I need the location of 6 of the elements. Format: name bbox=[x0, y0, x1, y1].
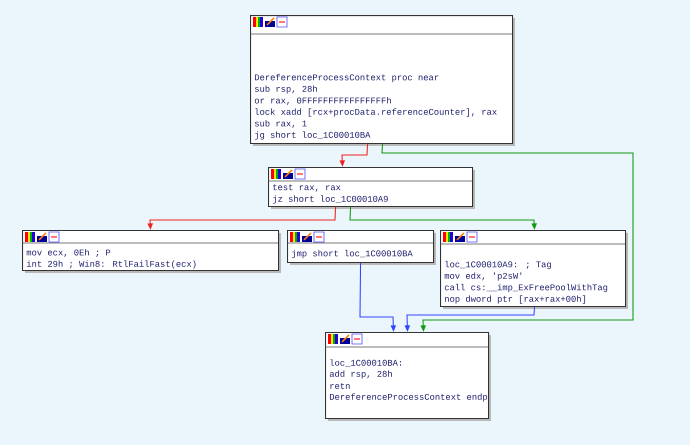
code-block: jmp short loc_1C00010BA bbox=[286, 230, 436, 265]
code-block: loc_1C00010BA: add rsp, 28h retn DereferenceProcessContext endp bbox=[324, 332, 491, 421]
code-block: mov ecx, 0Eh ; P int 29h ; Win8: RtlFailFast(ecx) bbox=[22, 230, 281, 273]
code-block: test rax, rax jz short loc_1C00010A9 bbox=[268, 167, 475, 209]
code-block: loc_1C00010A9: ; Tag mov edx, 'p2sW' call cs:__imp_ExFreePoolWithTag nop dword ptr [rax+rax+00h] bbox=[440, 230, 628, 309]
code-block: DereferenceProcessContext proc near sub rsp, 28h or rax, 0FFFFFFFFFFFFFFFFh lock xadd [rcx+procData.referenceCounter], rax sub rax, 1 jg short loc_1C00010BA bbox=[250, 15, 515, 146]
